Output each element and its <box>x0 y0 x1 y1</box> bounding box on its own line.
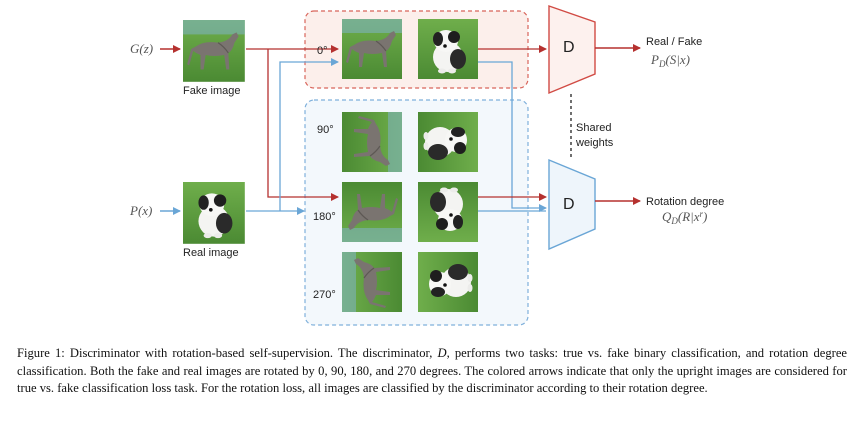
discriminator-bottom-label: D <box>563 196 575 213</box>
shared-weights-line1: Shared <box>576 122 611 134</box>
realfake-formula: PD(S|x) <box>650 52 690 69</box>
real-rot-0 <box>418 19 478 79</box>
figure-caption: Figure 1: Discriminator with rotation-ba… <box>17 345 847 398</box>
real-routing-arrows <box>246 58 339 215</box>
fake-rot-90 <box>341 111 403 173</box>
shared-weights-line2: weights <box>575 137 614 149</box>
real-rot-90 <box>418 112 478 172</box>
discriminator-bottom: D <box>548 158 596 251</box>
rotation-label-90: 90° <box>317 124 334 136</box>
real-rot-270 <box>418 252 478 312</box>
rotation-label-0: 0° <box>317 45 328 57</box>
discriminator-top: D <box>548 5 596 95</box>
caption-body: , performs two tasks: true vs. fake bina… <box>17 346 847 396</box>
rotation-label-180: 180° <box>313 211 336 223</box>
rotated-group-box <box>304 99 529 326</box>
realfake-title: Real / Fake <box>646 36 702 48</box>
prior-label: P(x) <box>129 203 152 218</box>
to-discriminator-arrows <box>478 45 547 212</box>
caption-prefix: Figure 1: Discriminator with rotation-ba… <box>17 346 438 360</box>
fake-rot-270 <box>341 251 403 313</box>
fake-routing-arrows <box>246 45 339 201</box>
real-image-label: Real image <box>183 247 239 259</box>
fake-rot-180 <box>341 181 403 243</box>
fake-image <box>182 19 246 83</box>
real-image <box>183 182 245 244</box>
fake-image-label: Fake image <box>183 85 240 97</box>
caption-symbol: D <box>437 346 447 360</box>
rotation-formula: QD(R|xr) <box>662 209 707 226</box>
generator-label: G(z) <box>130 41 153 56</box>
rotation-title: Rotation degree <box>646 196 724 208</box>
discriminator-top-label: D <box>563 39 575 56</box>
fake-rot-0 <box>341 18 403 80</box>
real-rot-180 <box>418 182 478 242</box>
rotation-label-270: 270° <box>313 289 336 301</box>
